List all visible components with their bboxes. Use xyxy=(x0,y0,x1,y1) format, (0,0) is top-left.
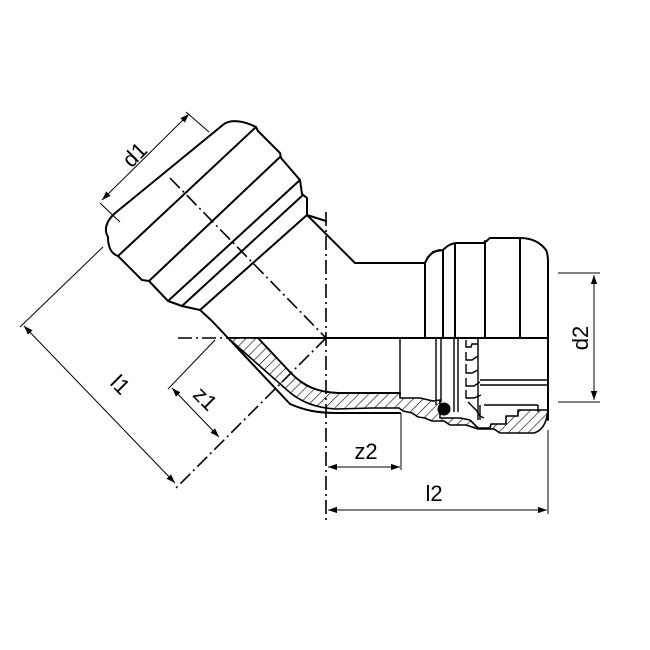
d1-extension-lower xyxy=(99,202,121,223)
inner-wall-edge xyxy=(257,337,401,394)
l1-dimension-line xyxy=(23,325,176,484)
angled-ring-line-2 xyxy=(148,156,281,282)
l1-extension-upper xyxy=(19,246,104,328)
angled-ring-line-3 xyxy=(167,179,301,302)
angled-socket-lower-outline xyxy=(107,236,229,339)
z1-extension xyxy=(167,339,216,390)
d1-label: d1 xyxy=(117,137,152,172)
l2-label: l2 xyxy=(425,481,442,506)
center-lines xyxy=(169,177,327,520)
angled-ring-line-5 xyxy=(199,214,308,311)
dimension-l2: l2 xyxy=(328,430,549,514)
section-interior xyxy=(258,339,400,392)
z1-dimension-line xyxy=(171,387,220,438)
straight-socket xyxy=(424,237,549,339)
z2-label: z2 xyxy=(354,439,377,464)
d2-label: d2 xyxy=(568,326,593,350)
angled-socket xyxy=(105,120,327,339)
d1-dimension-line xyxy=(101,113,190,201)
grip-ring-teeth xyxy=(465,340,485,419)
angled-ring-line-4 xyxy=(181,194,304,307)
dimension-d2: d2 xyxy=(558,272,600,403)
inner-bore-contour xyxy=(227,337,401,414)
body-upper-outline xyxy=(306,214,441,264)
socket-internals xyxy=(399,337,549,421)
angled-socket-outline xyxy=(105,120,327,238)
angled-reference-line xyxy=(174,337,327,490)
d1-extension-upper xyxy=(185,111,210,133)
l1-label: l1 xyxy=(105,370,135,400)
dimension-d1: d1 xyxy=(99,111,210,223)
dimensions: d1 l1 z1 d2 z2 xyxy=(19,111,600,514)
o-ring xyxy=(437,402,451,416)
straight-socket-outline xyxy=(424,237,549,339)
dimension-z1: z1 xyxy=(167,339,222,438)
angled-socket-axis xyxy=(169,177,327,339)
dimension-z2: z2 xyxy=(328,413,402,471)
dimension-l1: l1 xyxy=(19,246,176,484)
